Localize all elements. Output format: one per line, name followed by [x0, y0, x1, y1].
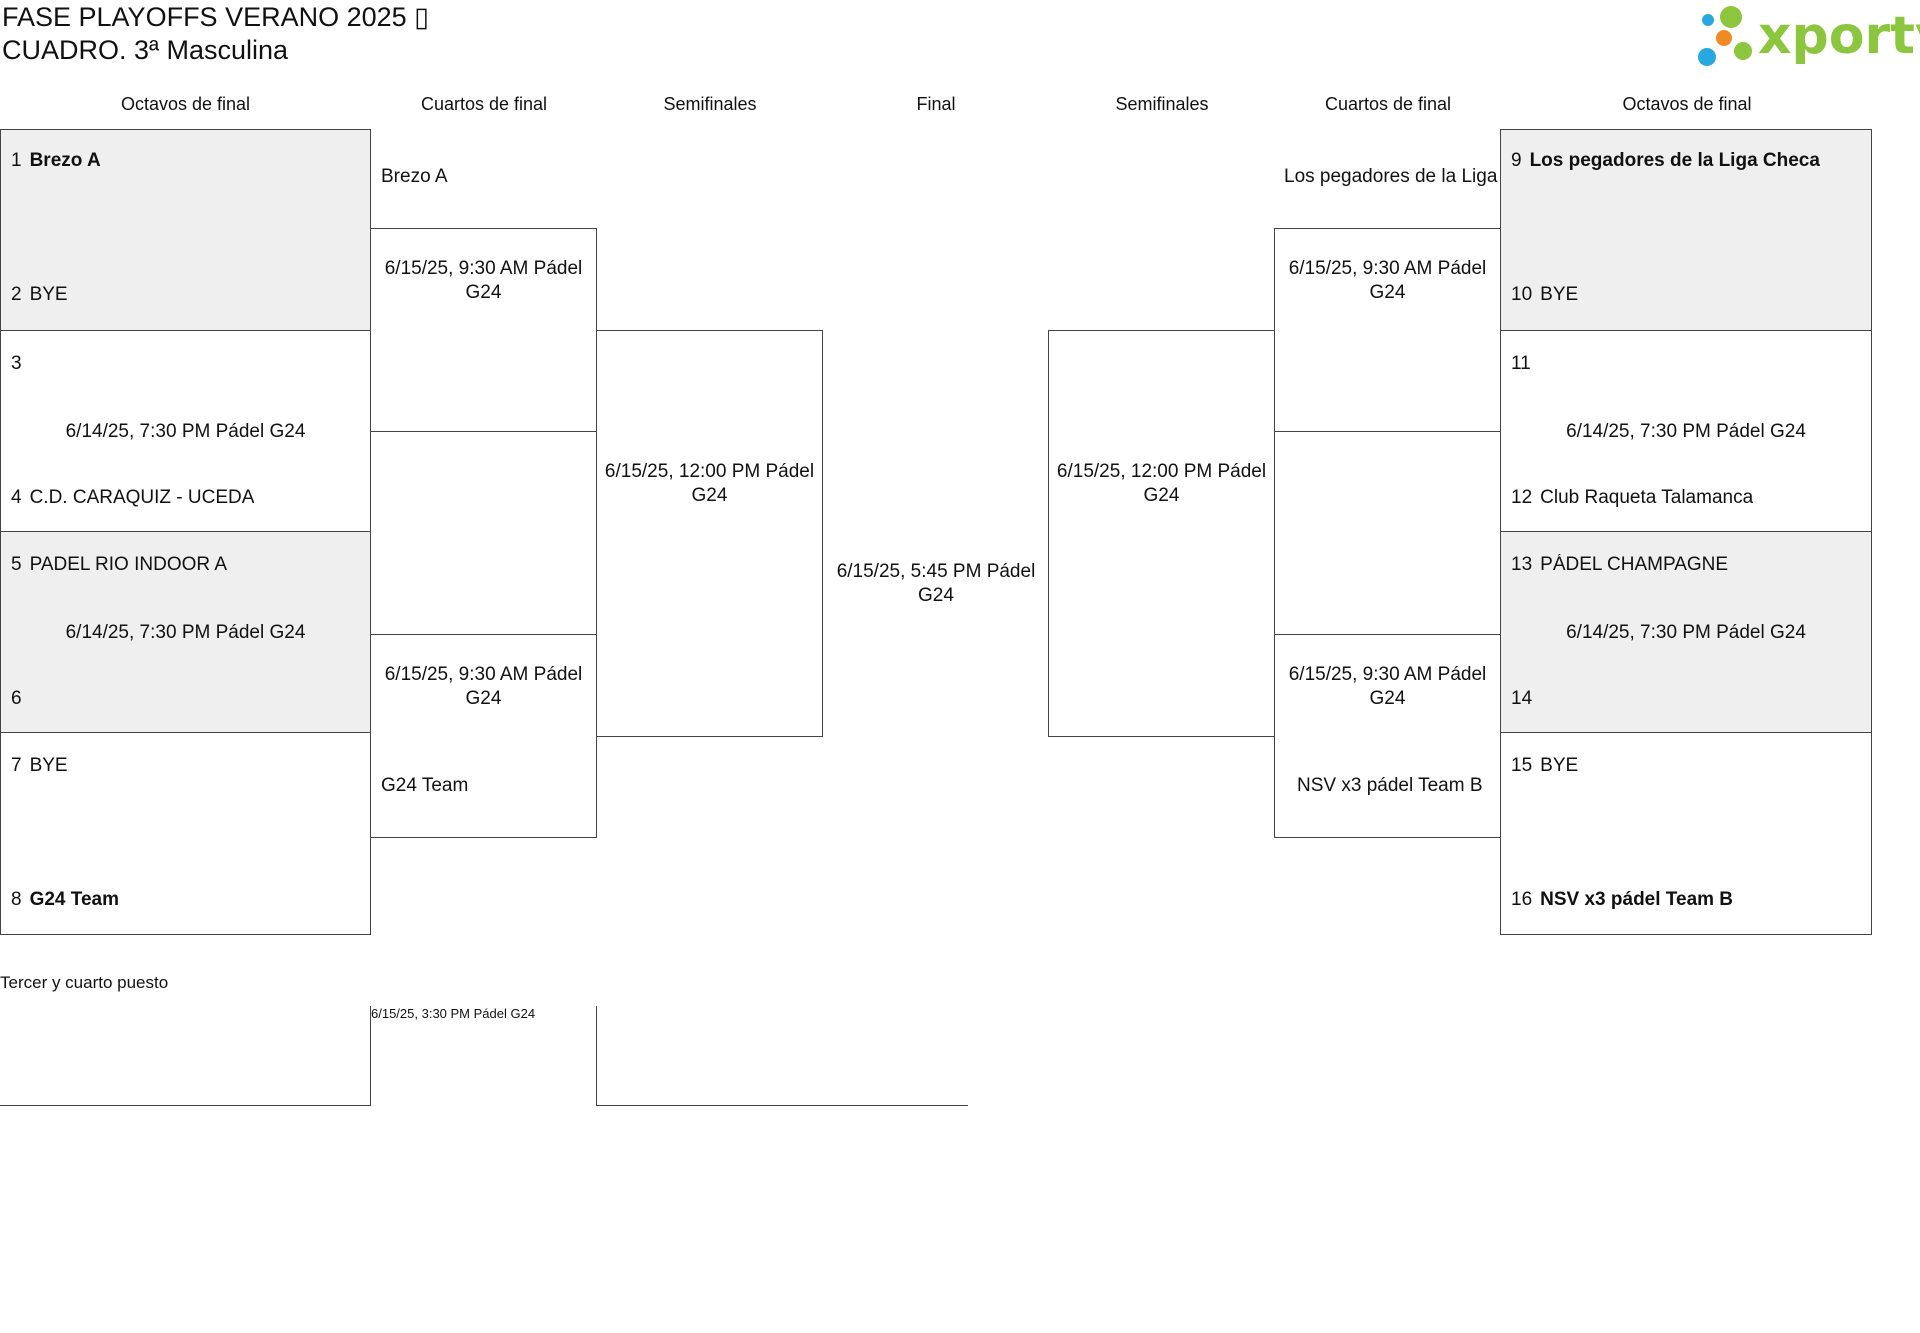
- team-name: PÁDEL CHAMPAGNE: [1540, 554, 1729, 575]
- logo-dot-icon: [1698, 48, 1716, 66]
- qf-team-name: NSV x3 pádel Team B: [1297, 775, 1483, 796]
- match-schedule: 6/15/25, 12:00 PM Pádel G24: [604, 461, 815, 506]
- match-schedule: 6/14/25, 7:30 PM Pádel G24: [1566, 421, 1806, 442]
- team-slot: 1 Brezo A: [11, 150, 101, 172]
- seed-number: 13: [1511, 554, 1533, 575]
- logo-dot-icon: [1720, 6, 1742, 28]
- team-name: Brezo A: [29, 150, 101, 171]
- col-right-qf: Cuartos de final: [1324, 94, 1452, 114]
- match-schedule: 6/15/25, 12:00 PM Pádel G24: [1056, 461, 1267, 506]
- third-place-line: [0, 1105, 371, 1106]
- team-slot: 2 BYE: [11, 284, 68, 306]
- team-name: BYE: [1540, 755, 1579, 776]
- seed-number: 4: [11, 487, 22, 508]
- team-name: NSV x3 pádel Team B: [1540, 889, 1734, 910]
- team-slot: 13 PÁDEL CHAMPAGNE: [1511, 554, 1728, 576]
- team-name: BYE: [1540, 284, 1579, 305]
- seed-number: 9: [1511, 150, 1522, 171]
- third-place-schedule[interactable]: 6/15/25, 3:30 PM Pádel G24: [371, 1006, 536, 1021]
- team-name: Los pegadores de la Liga Checa: [1529, 150, 1820, 171]
- seed-number: 1: [11, 150, 22, 171]
- team-slot: 16 NSV x3 pádel Team B: [1511, 889, 1733, 911]
- match-card-r16-7[interactable]: 13 PÁDEL CHAMPAGNE 6/14/25, 7:30 PM Pádel…: [1500, 531, 1872, 733]
- xporty-logo: xporty: [1698, 4, 1920, 70]
- team-name: G24 Team: [29, 889, 119, 910]
- match-card-r16-6[interactable]: 11 6/14/25, 7:30 PM Pádel G24 12 Club Raq…: [1500, 330, 1872, 532]
- qf-team-name: G24 Team: [381, 775, 469, 796]
- seed-number: 15: [1511, 755, 1533, 776]
- match-schedule: 6/14/25, 7:30 PM Pádel G24: [1566, 622, 1806, 643]
- seed-number: 2: [11, 284, 22, 305]
- team-slot: 11: [1511, 353, 1539, 375]
- third-place-divider: [596, 1006, 597, 1106]
- team-slot: 9 Los pegadores de la Liga Checa: [1511, 150, 1820, 172]
- match-card-sf-left[interactable]: 6/15/25, 12:00 PM Pádel G24: [596, 330, 823, 737]
- match-card-r16-4[interactable]: 7 BYE 8 G24 Team: [0, 732, 371, 935]
- match-schedule: 6/15/25, 9:30 AM Pádel G24: [1288, 664, 1487, 709]
- match-card-qf-4[interactable]: 6/15/25, 9:30 AM Pádel G24 NSV x3 pádel …: [1274, 634, 1501, 838]
- seed-number: 5: [11, 554, 22, 575]
- qf-team-name: Los pegadores de la Liga Checa: [1284, 166, 1500, 187]
- page-title: FASE PLAYOFFS VERANO 2025 ▯: [2, 2, 430, 32]
- qf-team-name: Brezo A: [381, 166, 448, 187]
- match-card-r16-2[interactable]: 3 6/14/25, 7:30 PM Pádel G24 4 C.D. CARAQ…: [0, 330, 371, 532]
- team-slot: 8 G24 Team: [11, 889, 119, 911]
- match-card-r16-5[interactable]: 9 Los pegadores de la Liga Checa 10 BYE: [1500, 129, 1872, 331]
- page-subtitle: CUADRO. 3ª Masculina: [2, 35, 289, 65]
- team-slot: 6: [11, 688, 30, 710]
- col-right-sf: Semifinales: [1115, 94, 1209, 114]
- team-slot: 7 BYE: [11, 755, 68, 777]
- seed-number: 16: [1511, 889, 1533, 910]
- match-card-r16-8[interactable]: 15 BYE 16 NSV x3 pádel Team B: [1500, 732, 1872, 935]
- match-card-sf-right[interactable]: 6/15/25, 12:00 PM Pádel G24: [1048, 330, 1275, 737]
- team-name: BYE: [29, 755, 68, 776]
- third-place-divider: [370, 1006, 371, 1106]
- match-schedule: 6/14/25, 7:30 PM Pádel G24: [65, 421, 306, 442]
- match-card-qf-2[interactable]: 6/15/25, 9:30 AM Pádel G24 G24 Team: [370, 634, 597, 838]
- logo-dot-icon: [1734, 42, 1752, 60]
- match-card-r16-3[interactable]: 5 PADEL RIO INDOOR A 6/14/25, 7:30 PM Pád…: [0, 531, 371, 733]
- match-schedule: 6/15/25, 9:30 AM Pádel G24: [1288, 258, 1487, 303]
- team-name: PADEL RIO INDOOR A: [29, 554, 228, 575]
- team-name: BYE: [29, 284, 68, 305]
- logo-dot-icon: [1702, 14, 1714, 26]
- match-card-r16-1[interactable]: 1 Brezo A 2 BYE: [0, 129, 371, 331]
- match-card-qf-3[interactable]: 6/15/25, 9:30 AM Pádel G24: [1274, 228, 1501, 432]
- third-place-line: [596, 1105, 968, 1106]
- logo-text: xporty: [1758, 6, 1920, 66]
- match-schedule: 6/14/25, 7:30 PM Pádel G24: [65, 622, 306, 643]
- col-left-sf: Semifinales: [663, 94, 757, 114]
- team-slot: 5 PADEL RIO INDOOR A: [11, 554, 227, 576]
- match-card-qf-1[interactable]: 6/15/25, 9:30 AM Pádel G24: [370, 228, 597, 432]
- team-slot: 10 BYE: [1511, 284, 1578, 306]
- team-slot: 3: [11, 353, 30, 375]
- col-left-qf: Cuartos de final: [420, 94, 548, 114]
- logo-dot-icon: [1716, 30, 1732, 46]
- match-schedule: 6/15/25, 9:30 AM Pádel G24: [384, 664, 583, 709]
- team-slot: 14: [1511, 688, 1540, 710]
- team-name: C.D. CARAQUIZ - UCEDA: [29, 487, 255, 508]
- team-slot: 15 BYE: [1511, 755, 1578, 777]
- third-place-label: Tercer y cuarto puesto: [0, 973, 169, 992]
- team-name: Club Raqueta Talamanca: [1540, 487, 1754, 508]
- col-final: Final: [916, 94, 956, 114]
- seed-number: 10: [1511, 284, 1533, 305]
- seed-number: 8: [11, 889, 22, 910]
- col-left-r16: Octavos de final: [120, 94, 251, 114]
- col-right-r16: Octavos de final: [1622, 94, 1752, 114]
- seed-number: 14: [1511, 688, 1533, 709]
- seed-number: 7: [11, 755, 22, 776]
- seed-number: 3: [11, 353, 22, 374]
- seed-number: 6: [11, 688, 22, 709]
- team-slot: 4 C.D. CARAQUIZ - UCEDA: [11, 487, 254, 509]
- final-schedule: 6/15/25, 5:45 PM Pádel G24: [836, 561, 1036, 606]
- seed-number: 12: [1511, 487, 1533, 508]
- match-schedule: 6/15/25, 9:30 AM Pádel G24: [384, 258, 583, 303]
- team-slot: 12 Club Raqueta Talamanca: [1511, 487, 1753, 509]
- seed-number: 11: [1511, 353, 1531, 374]
